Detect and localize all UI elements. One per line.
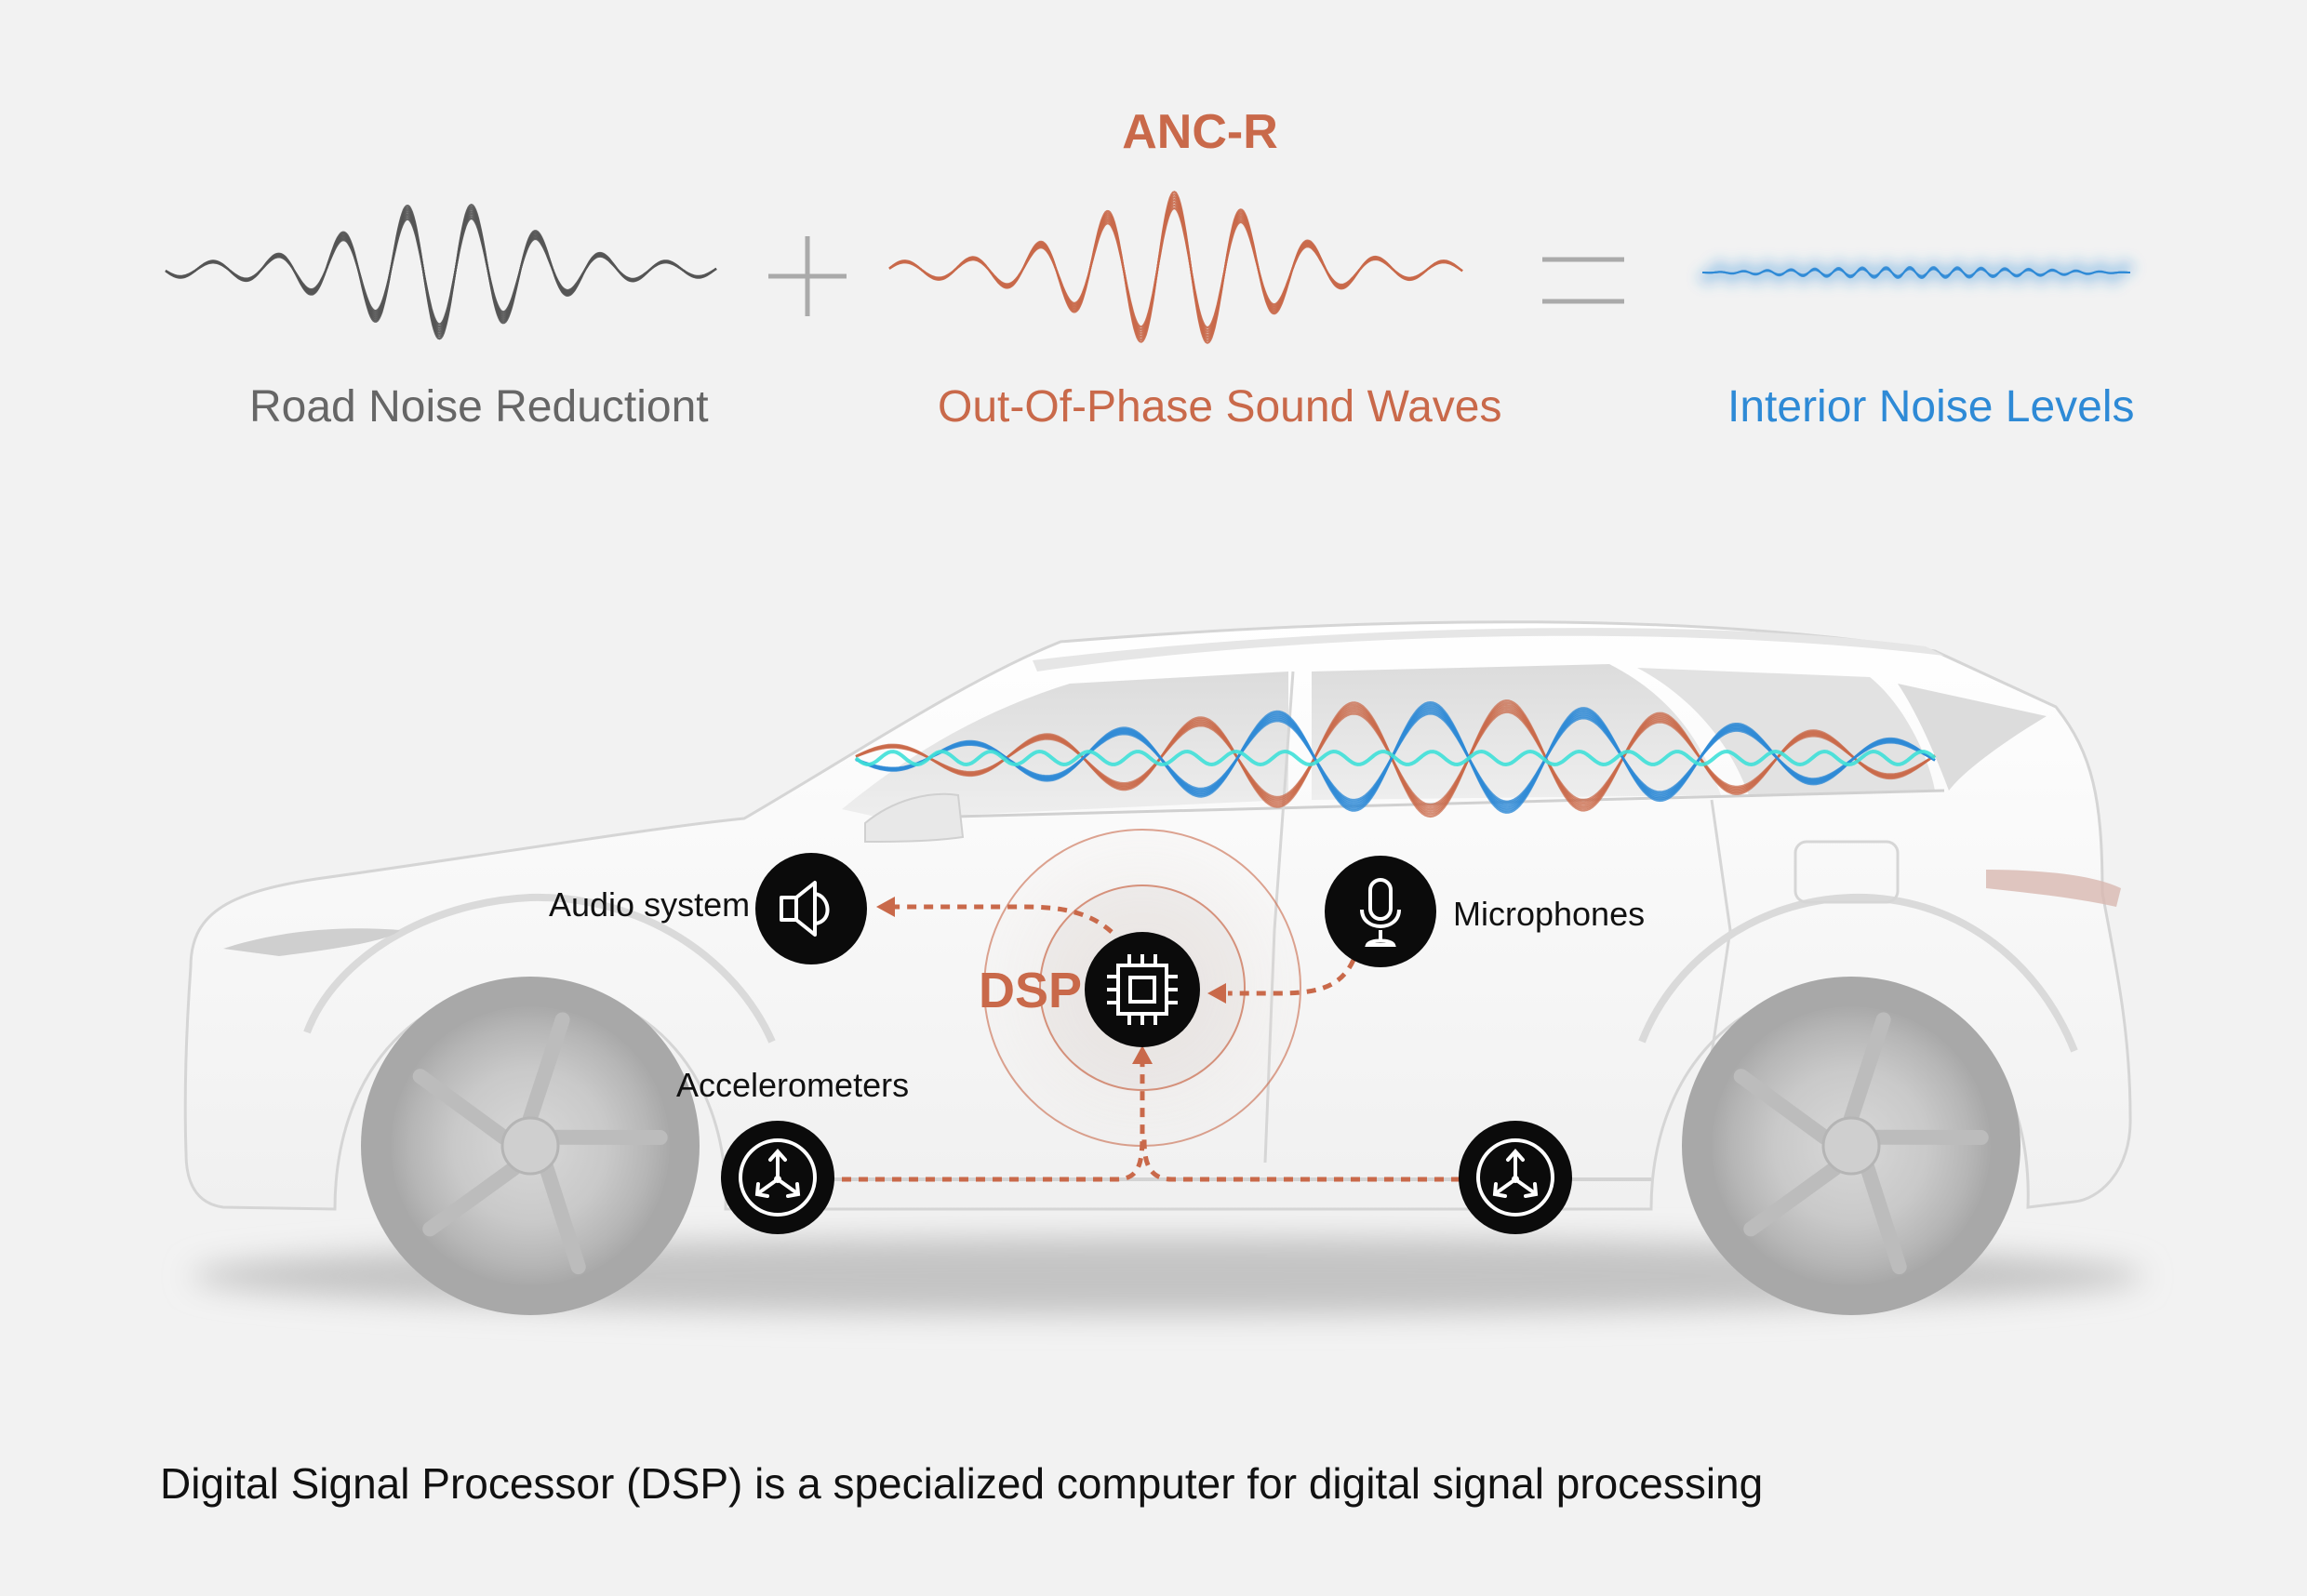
cabin-sound-waves — [854, 699, 1937, 818]
accelerometer-icon — [739, 1138, 817, 1217]
rear-wheel — [1682, 977, 2020, 1315]
mic-to-dsp-path — [1228, 958, 1356, 996]
microphone-icon — [1360, 878, 1401, 947]
dsp-label: DSP — [979, 963, 1083, 1018]
accelerometer-right-badge — [1459, 1121, 1572, 1234]
chip-icon — [1107, 954, 1178, 1025]
road-noise-label: Road Noise Reductiont — [249, 382, 709, 432]
signal-arrowheads — [876, 897, 1226, 1064]
accelerometer-left-badge — [721, 1121, 834, 1234]
signal-paths — [842, 904, 1460, 1182]
reduced-noise-wave — [1697, 259, 2136, 286]
out-of-phase-label: Out-Of-Phase Sound Waves — [938, 382, 1502, 432]
microphones-badge — [1325, 856, 1436, 967]
speaker-icon — [780, 881, 830, 937]
audio-system-label: Audio system — [549, 885, 751, 924]
equals-symbol — [1542, 257, 1624, 304]
dsp-caption: Digital Signal Processor (DSP) is a spec… — [160, 1459, 1764, 1508]
audio-system-badge — [755, 853, 867, 964]
interior-noise-label: Interior Noise Levels — [1727, 382, 2135, 432]
dsp-to-audio-path — [893, 904, 1113, 934]
anti-phase-wave — [888, 191, 1463, 344]
anc-r-title: ANC-R — [1122, 105, 1278, 159]
road-noise-wave — [165, 204, 717, 340]
accel-left-path — [842, 1060, 1145, 1182]
front-wheel — [361, 977, 700, 1315]
accel-right-path — [1141, 1138, 1460, 1182]
plus-symbol — [768, 236, 847, 316]
dsp-badge — [1085, 932, 1200, 1047]
accelerometer-icon — [1476, 1138, 1554, 1217]
microphones-label: Microphones — [1453, 895, 1646, 933]
car-shadow — [191, 1237, 2144, 1315]
accelerometers-label: Accelerometers — [676, 1066, 910, 1104]
